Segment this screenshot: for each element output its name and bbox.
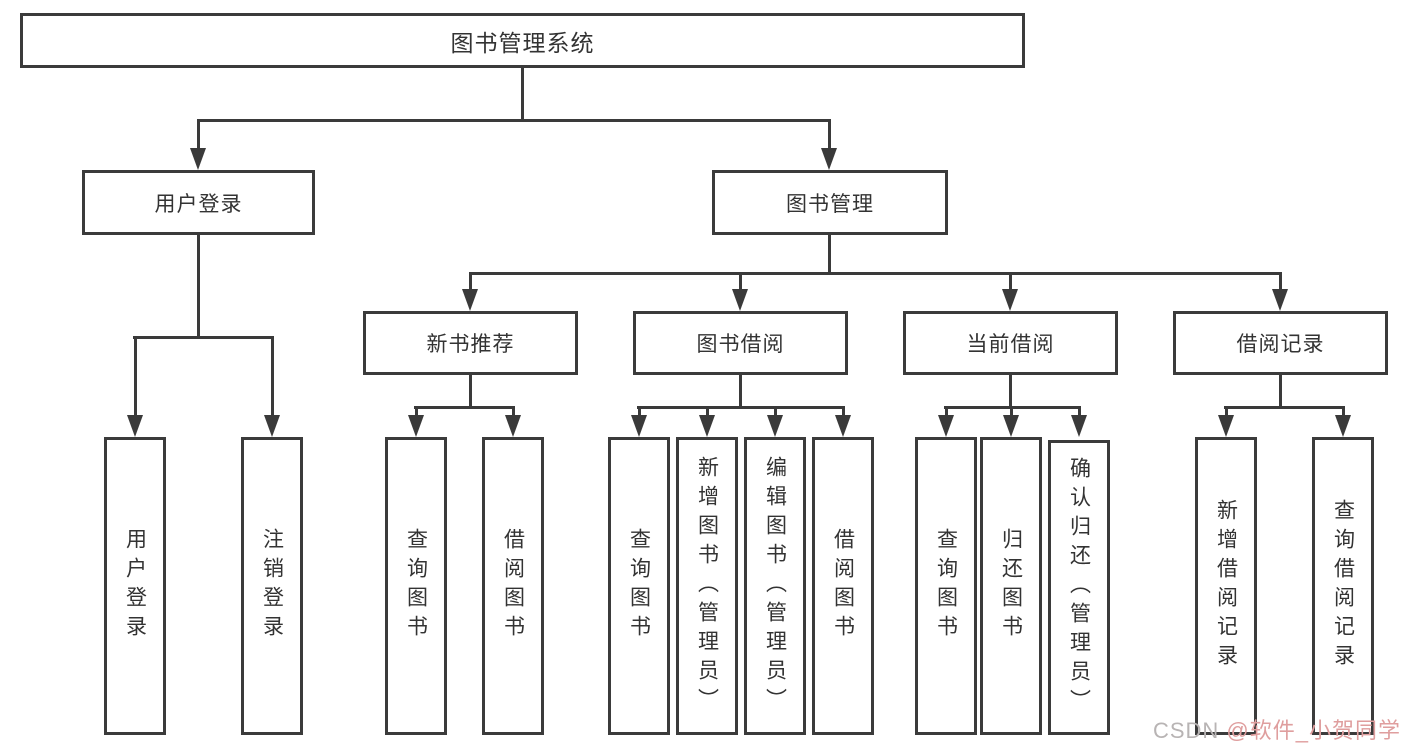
connector-drop [739, 272, 742, 289]
connector-drop [511, 406, 515, 415]
connector-rail [944, 406, 1081, 409]
leaf-label: 借阅图书 [501, 528, 525, 644]
leaf-confirm-return-admin: 确认归还（管理员） [1048, 440, 1110, 735]
arrowhead-icon [821, 148, 837, 170]
arrowhead-icon [631, 415, 647, 437]
connector-userlogin-stem [197, 235, 200, 336]
node-current-borrow: 当前借阅 [903, 311, 1118, 375]
leaf-label: 查询图书 [627, 528, 651, 644]
arrowhead-icon [408, 415, 424, 437]
arrowhead-icon [1272, 289, 1288, 311]
connector-drop [270, 336, 274, 415]
connector-drop [828, 119, 831, 148]
connector-bookmgmt-stem [828, 235, 831, 272]
leaf-label: 借阅图书 [831, 528, 855, 644]
leaf-label: 归还图书 [999, 528, 1023, 644]
connector-drop [1224, 406, 1228, 415]
connector-drop [1341, 406, 1345, 415]
arrowhead-icon [1335, 415, 1351, 437]
connector-drop [773, 406, 777, 415]
connector-rail [414, 406, 515, 409]
leaf-edit-book-admin: 编辑图书（管理员） [744, 437, 806, 735]
arrowhead-icon [699, 415, 715, 437]
leaf-label: 确认归还（管理员） [1067, 457, 1091, 718]
leaf-borrow-books-1: 借阅图书 [482, 437, 544, 735]
leaf-label: 新增借阅记录 [1214, 499, 1238, 673]
connector-l3-rail [469, 272, 1282, 275]
node-root-library-system: 图书管理系统 [20, 13, 1025, 68]
leaf-user-login: 用户登录 [104, 437, 166, 735]
leaf-add-book-admin: 新增图书（管理员） [676, 437, 738, 735]
connector-drop [133, 336, 137, 415]
leaf-query-borrow-record: 查询借阅记录 [1312, 437, 1374, 735]
arrowhead-icon [1218, 415, 1234, 437]
connector-stem [1009, 375, 1012, 406]
connector-drop [414, 406, 418, 415]
connector-drop [1009, 406, 1013, 415]
arrowhead-icon [127, 415, 143, 437]
leaf-return-book: 归还图书 [980, 437, 1042, 735]
connector-drop [705, 406, 709, 415]
connector-drop [637, 406, 641, 415]
leaf-query-books-1: 查询图书 [385, 437, 447, 735]
node-user-login: 用户登录 [82, 170, 315, 235]
leaf-label: 新增图书（管理员） [695, 455, 719, 717]
connector-l1-rail [197, 119, 831, 122]
node-borrow-records: 借阅记录 [1173, 311, 1388, 375]
arrowhead-icon [1071, 415, 1087, 437]
connector-drop [197, 119, 200, 148]
arrowhead-icon [190, 148, 206, 170]
leaf-logout: 注销登录 [241, 437, 303, 735]
arrowhead-icon [264, 415, 280, 437]
arrowhead-icon [462, 289, 478, 311]
arrowhead-icon [1002, 289, 1018, 311]
connector-drop [1279, 272, 1282, 289]
connector-rail [637, 406, 845, 409]
connector-drop [1077, 406, 1081, 415]
connector-userlogin-rail [133, 336, 273, 339]
leaf-label: 注销登录 [260, 528, 284, 644]
arrowhead-icon [732, 289, 748, 311]
watermark-prefix: CSDN [1152, 718, 1227, 743]
leaf-borrow-books-2: 借阅图书 [812, 437, 874, 735]
connector-drop [841, 406, 845, 415]
arrowhead-icon [1003, 415, 1019, 437]
connector-stem [739, 375, 742, 406]
node-new-book-recommend: 新书推荐 [363, 311, 578, 375]
leaf-label: 用户登录 [123, 528, 147, 644]
leaf-add-borrow-record: 新增借阅记录 [1195, 437, 1257, 735]
arrowhead-icon [767, 415, 783, 437]
leaf-query-books-3: 查询图书 [915, 437, 977, 735]
connector-drop [944, 406, 948, 415]
leaf-query-books-2: 查询图书 [608, 437, 670, 735]
arrowhead-icon [938, 415, 954, 437]
connector-stem [469, 375, 472, 406]
node-book-management: 图书管理 [712, 170, 948, 235]
arrowhead-icon [505, 415, 521, 437]
connector-drop [1009, 272, 1012, 289]
leaf-label: 查询图书 [404, 528, 428, 644]
leaf-label: 查询借阅记录 [1331, 499, 1355, 673]
node-book-borrow: 图书借阅 [633, 311, 848, 375]
watermark-handle: @软件_小贺同学 [1226, 718, 1401, 743]
leaf-label: 编辑图书（管理员） [763, 455, 787, 717]
connector-root-stem [521, 68, 524, 119]
arrowhead-icon [835, 415, 851, 437]
connector-stem [1279, 375, 1282, 406]
connector-rail [1224, 406, 1345, 409]
connector-drop [469, 272, 472, 289]
leaf-label: 查询图书 [934, 528, 958, 644]
csdn-watermark: CSDN @软件_小贺同学 [1153, 713, 1401, 745]
